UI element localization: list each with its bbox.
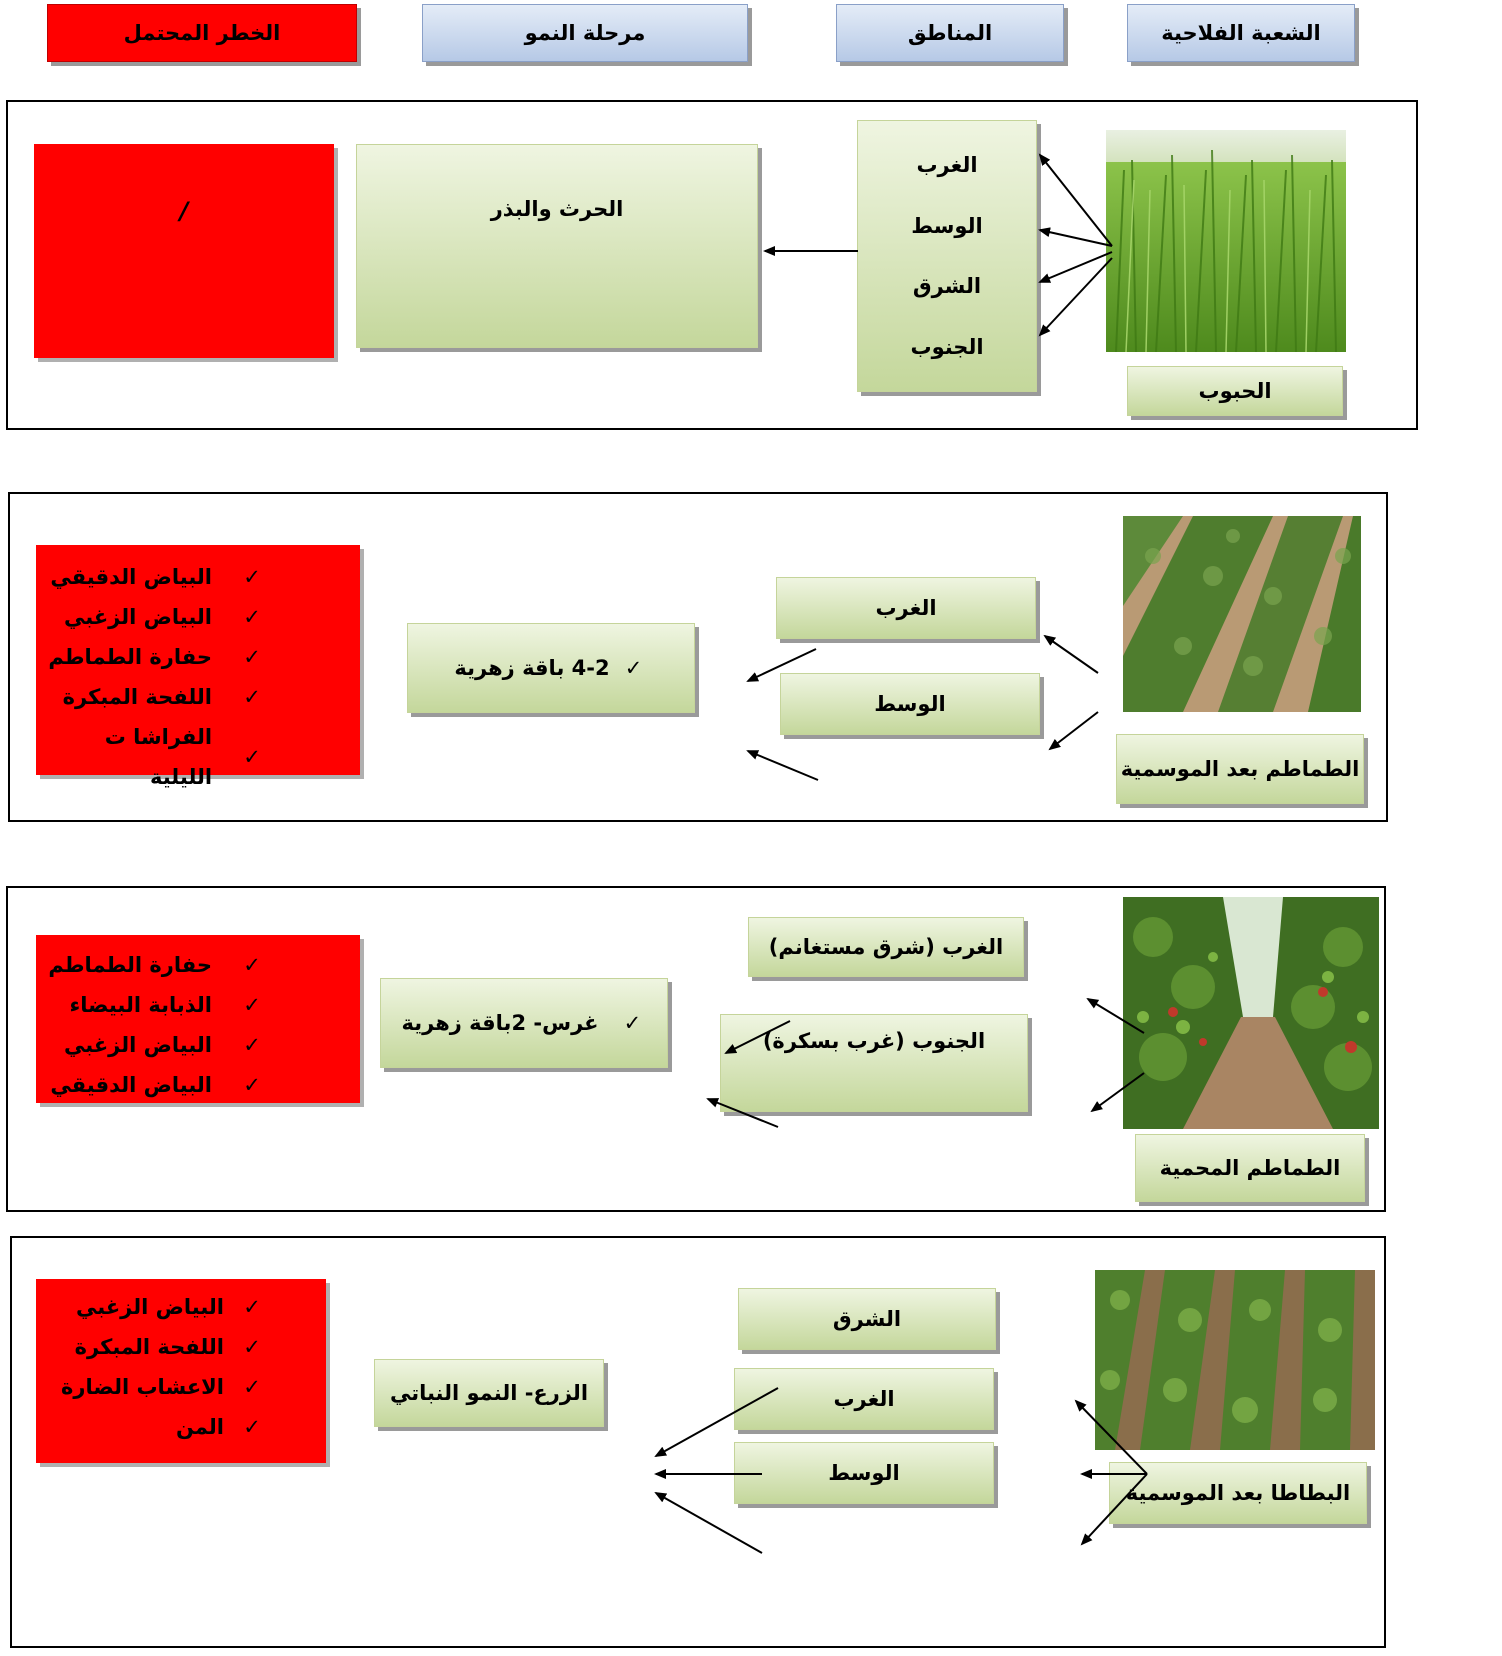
check-icon: ✓ [243,1073,261,1097]
check-icon: ✓ [243,953,261,977]
risk-box-cereals: / [34,144,334,358]
wheat-field-photo [1106,130,1346,352]
risk-list: ✓حفارة الطماطم ✓الذبابة البيضاء ✓البياض … [36,945,266,1105]
stage-label: 4-2 باقة زهرية [454,656,610,680]
sector-label-potato-seasonal: البطاطا بعد الموسمية [1109,1462,1367,1524]
potato-field-photo [1095,1270,1375,1450]
risk-list: ✓البياض الزغبي ✓اللفحة المبكرة ✓الاعشاب … [36,1287,266,1447]
risk-item: ✓البياض الدقيقي [36,1065,266,1105]
stage-box-tomato-seasonal: ✓ 4-2 باقة زهرية [407,623,695,713]
check-icon: ✓ [624,656,643,680]
stage-label: غرس- 2باقة زهرية [401,1011,599,1035]
region-box-south-biskra: الجنوب (غرب بسكرة) [720,1014,1028,1112]
risk-box-tomato-greenhouse: ✓حفارة الطماطم ✓الذبابة البيضاء ✓البياض … [36,935,360,1103]
check-icon: ✓ [243,1375,261,1399]
regions-box-cereals: الغرب الوسط الشرق الجنوب [857,120,1037,392]
region-label: الشرق [912,274,982,299]
check-icon: ✓ [243,605,261,629]
risk-item: ✓الفراشا ت الليلية [36,717,266,797]
risk-item: ✓البياض الزغبي [36,597,266,637]
region-box-west-mostaganem: الغرب (شرق مستغانم) [748,917,1024,977]
check-icon: ✓ [243,565,261,589]
region-box-center: الوسط [734,1442,994,1504]
stage-box-tomato-greenhouse: ✓ غرس- 2باقة زهرية [380,978,668,1068]
region-box-west: الغرب [776,577,1036,639]
check-icon: ✓ [243,1335,261,1359]
risk-box-potato-seasonal: ✓البياض الزغبي ✓اللفحة المبكرة ✓الاعشاب … [36,1279,326,1463]
risk-item: ✓البياض الزغبي [36,1025,266,1065]
risk-text: / [179,197,189,225]
region-label: الغرب [916,153,978,178]
stage-box-cereals: الحرث والبذر [356,144,758,348]
sector-label-tomato-greenhouse: الطماطم المحمية [1135,1134,1365,1202]
header-regions: المناطق [836,4,1064,62]
region-box-center: الوسط [780,673,1040,735]
check-icon: ✓ [243,1295,261,1319]
stage-label: الحرث والبذر [490,197,624,221]
risk-item: ✓البياض الزغبي [36,1287,266,1327]
sector-label-tomato-seasonal: الطماطم بعد الموسمية [1116,734,1364,804]
header-sector: الشعبة الفلاحية [1127,4,1355,62]
risk-box-tomato-seasonal: ✓البياض الدقيقي ✓البياض الزغبي ✓حفارة ال… [36,545,360,789]
region-label: الجنوب (غرب بسكرة) [762,1029,986,1053]
risk-list: ✓البياض الدقيقي ✓البياض الزغبي ✓حفارة ال… [36,557,266,797]
greenhouse-tomato-photo [1123,897,1379,1129]
risk-item: ✓حفارة الطماطم [36,637,266,677]
tomato-field-photo [1123,516,1361,712]
check-icon: ✓ [243,1033,261,1057]
check-icon: ✓ [243,1415,261,1439]
region-label: الوسط [911,213,983,238]
check-icon: ✓ [243,645,261,669]
stage-box-potato-seasonal: الزرع- النمو النباتي [374,1359,604,1427]
check-icon: ✓ [243,685,261,709]
risk-item: ✓حفارة الطماطم [36,945,266,985]
region-box-east: الشرق [738,1288,996,1350]
check-icon: ✓ [623,1011,642,1035]
region-label: الجنوب [910,334,984,359]
risk-item: ✓اللفحة المبكرة [36,677,266,717]
risk-item: ✓اللفحة المبكرة [36,1327,266,1367]
check-icon: ✓ [243,993,261,1017]
sector-label-cereals: الحبوب [1127,366,1343,416]
risk-item: ✓البياض الدقيقي [36,557,266,597]
risk-item: ✓الذبابة البيضاء [36,985,266,1025]
header-risk: الخطر المحتمل [47,4,357,62]
risk-item: ✓الاعشاب الضارة [36,1367,266,1407]
check-icon: ✓ [243,745,261,769]
header-growth-stage: مرحلة النمو [422,4,748,62]
region-box-west: الغرب [734,1368,994,1430]
risk-item: ✓المن [36,1407,266,1447]
